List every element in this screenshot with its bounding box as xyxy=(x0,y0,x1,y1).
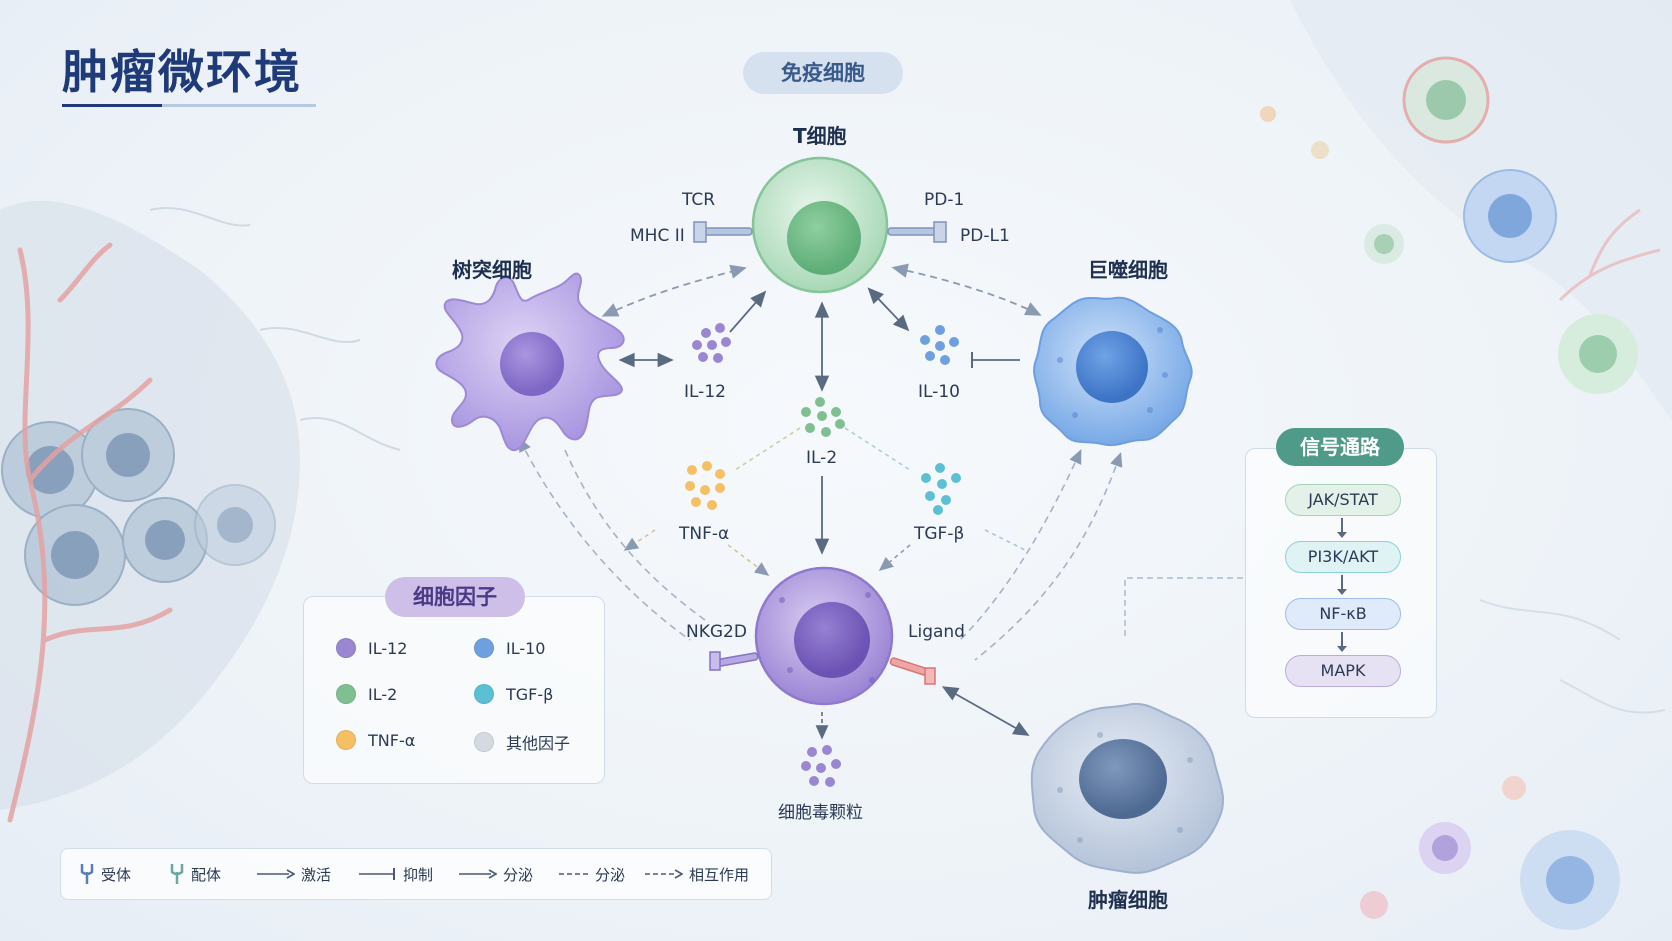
legend-label: IL-2 xyxy=(368,684,398,704)
key-secrete-dashed: 分泌 xyxy=(559,849,625,899)
legend-item: TNF-α xyxy=(336,730,415,750)
legend-swatch xyxy=(336,684,356,704)
granules-cluster xyxy=(801,745,841,787)
pd1-label: PD-1 xyxy=(924,190,965,210)
legend-swatch xyxy=(474,732,494,752)
legend-swatch xyxy=(474,638,494,658)
legend-item: IL-2 xyxy=(336,684,397,704)
il2-label: IL-2 xyxy=(806,448,838,468)
tnf-cluster xyxy=(685,461,725,510)
tumor-cell-label: 肿瘤细胞 xyxy=(1088,888,1168,912)
dendritic-cell xyxy=(435,272,625,452)
activate-arrow-icon xyxy=(257,869,295,879)
nk-cell xyxy=(709,566,936,706)
key-interact: 相互作用 xyxy=(645,849,749,899)
legend-label: TGF-β xyxy=(506,684,554,704)
title-underline xyxy=(62,104,316,107)
legend-item: TGF-β xyxy=(474,684,553,704)
signaling-arrow xyxy=(1337,518,1347,538)
tcr-label: TCR xyxy=(682,190,716,210)
page-title: 肿瘤微环境 xyxy=(62,45,302,99)
key-receptor-label: 受体 xyxy=(101,865,132,884)
legend-item: IL-12 xyxy=(336,638,407,658)
t-cell-label: T细胞 xyxy=(793,124,847,148)
tumor-cell xyxy=(1030,702,1224,874)
il10-cluster xyxy=(920,325,959,365)
key-inhibit: 抑制 xyxy=(359,849,433,899)
macrophage-cell xyxy=(1033,296,1193,447)
legend-swatch xyxy=(474,684,494,704)
key-inhibit-label: 抑制 xyxy=(403,865,434,884)
interaction-arrows xyxy=(518,263,1243,740)
signaling-step: JAK/STAT xyxy=(1285,484,1401,516)
tcr-receptor xyxy=(693,221,753,243)
immune-cells-header: 免疫细胞 xyxy=(743,52,903,94)
t-cell xyxy=(693,156,947,294)
key-activate: 激活 xyxy=(257,849,331,899)
nkg2d-receptor xyxy=(709,651,759,671)
mhc-label: MHC II xyxy=(630,226,685,246)
legend-swatch xyxy=(336,638,356,658)
legend-swatch xyxy=(336,730,356,750)
il10-label: IL-10 xyxy=(918,382,960,402)
key-secrete-dashed-label: 分泌 xyxy=(595,865,626,884)
dendritic-cell-label: 树突细胞 xyxy=(452,258,532,282)
ligand-label: Ligand xyxy=(908,622,965,642)
key-secrete-label: 分泌 xyxy=(503,865,534,884)
secrete-arrow-icon xyxy=(459,869,497,879)
interact-arrow-icon xyxy=(645,869,683,879)
key-ligand-label: 配体 xyxy=(191,865,222,884)
signaling-step: MAPK xyxy=(1285,655,1401,687)
il12-cluster xyxy=(692,323,731,363)
secrete-dashed-icon xyxy=(559,873,589,875)
legend-label: IL-10 xyxy=(506,638,546,658)
ligand-receptor xyxy=(889,657,936,685)
legend-label: 其他因子 xyxy=(506,734,571,753)
inhibit-arrow-icon xyxy=(359,868,395,880)
pdl1-label: PD-L1 xyxy=(960,226,1010,246)
granules-label: 细胞毒颗粒 xyxy=(778,803,863,823)
macrophage-label: 巨噬细胞 xyxy=(1088,258,1168,282)
tgf-label: TGF-β xyxy=(914,524,965,544)
ligand-icon xyxy=(170,864,184,884)
key-ligand: 配体 xyxy=(169,849,221,899)
pd1-receptor xyxy=(887,221,947,243)
key-activate-label: 激活 xyxy=(301,865,332,884)
key-secrete: 分泌 xyxy=(459,849,533,899)
key-interact-label: 相互作用 xyxy=(689,865,750,884)
signaling-arrow xyxy=(1337,575,1347,595)
il12-label: IL-12 xyxy=(684,382,726,402)
signaling-step: PI3K/AKT xyxy=(1285,541,1401,573)
legend-label: TNF-α xyxy=(368,730,416,750)
legend-item: 其他因子 xyxy=(474,730,570,754)
tumor-tissue-left xyxy=(0,200,401,823)
receptor-icon xyxy=(80,864,94,884)
cytokine-legend-title: 细胞因子 xyxy=(385,577,525,617)
il2-cluster xyxy=(801,397,845,437)
legend-label: IL-12 xyxy=(368,638,408,658)
nkg2d-label: NKG2D xyxy=(686,622,747,642)
key-receptor: 受体 xyxy=(79,849,131,899)
signaling-arrow xyxy=(1337,632,1347,652)
signaling-step: NF-κB xyxy=(1285,598,1401,630)
legend-item: IL-10 xyxy=(474,638,545,658)
background-cells-right xyxy=(1260,0,1672,930)
tnf-label: TNF-α xyxy=(679,524,730,544)
key-bar: 受体 配体 激活 抑制 分泌 分泌 相互作用 xyxy=(60,848,772,900)
tgf-cluster xyxy=(921,463,961,515)
signaling-title: 信号通路 xyxy=(1276,428,1404,466)
